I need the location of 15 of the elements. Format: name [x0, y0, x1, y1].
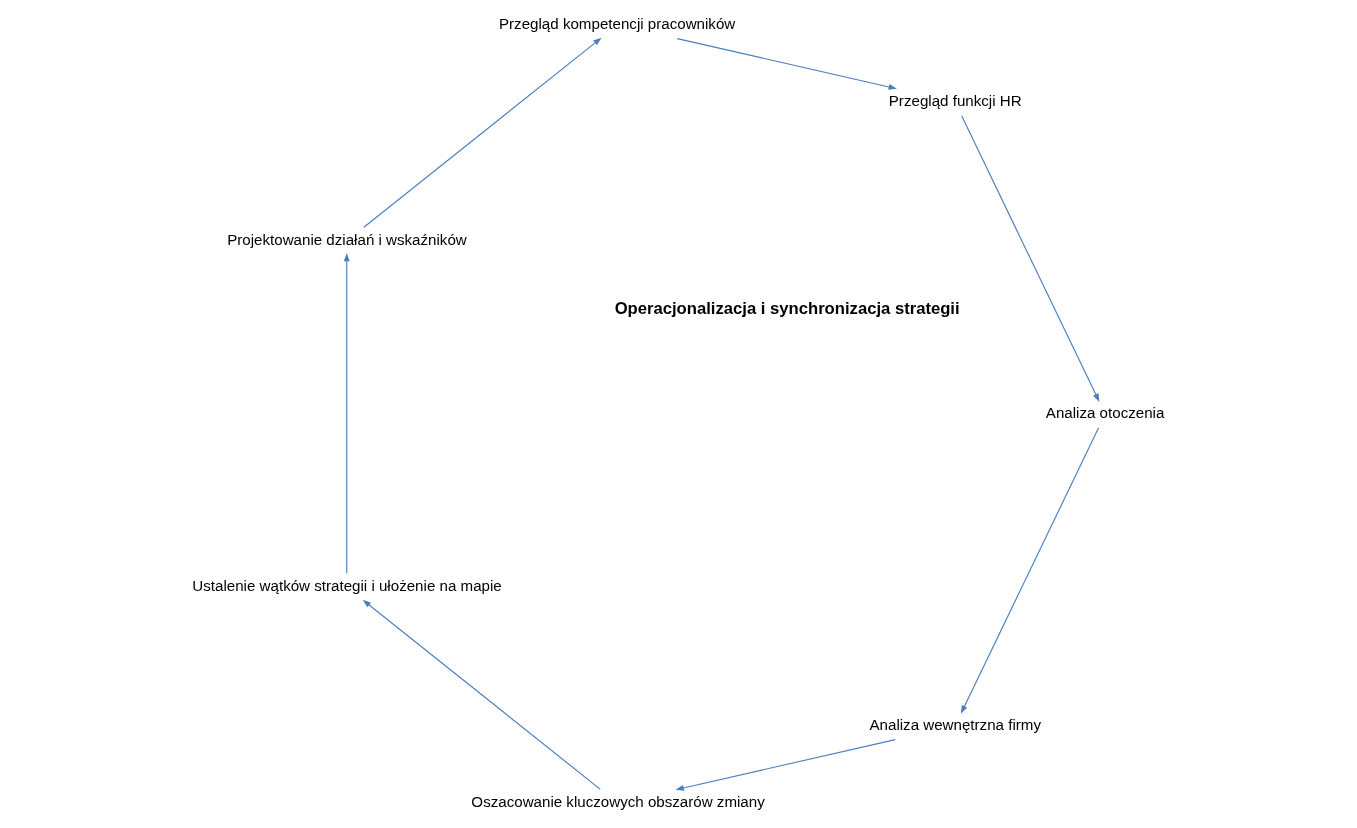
node-text: Projektowanie działań i wskaźników [227, 230, 467, 248]
node-text: Przegląd kompetencji pracowników [499, 14, 736, 32]
label: Operacjonalizacja i synchronizacja strategii [614, 298, 960, 318]
arrow [363, 37, 602, 228]
node-text: Analiza wewnętrzna firmy [869, 715, 1041, 733]
arrow [676, 38, 897, 90]
arrow [960, 427, 1100, 714]
arrow [961, 115, 1100, 402]
node-text: Ustalenie wątków strategii i ułożenie na mapie [192, 576, 502, 594]
node-text: Przegląd funkcji HR [888, 91, 1022, 109]
arrow [362, 599, 601, 790]
node-text: Analiza otoczenia [1045, 403, 1165, 421]
arrow [675, 739, 896, 791]
node-text: Oszacowanie kluczowych obszarów zmiany [471, 792, 765, 810]
arrow [343, 252, 350, 574]
